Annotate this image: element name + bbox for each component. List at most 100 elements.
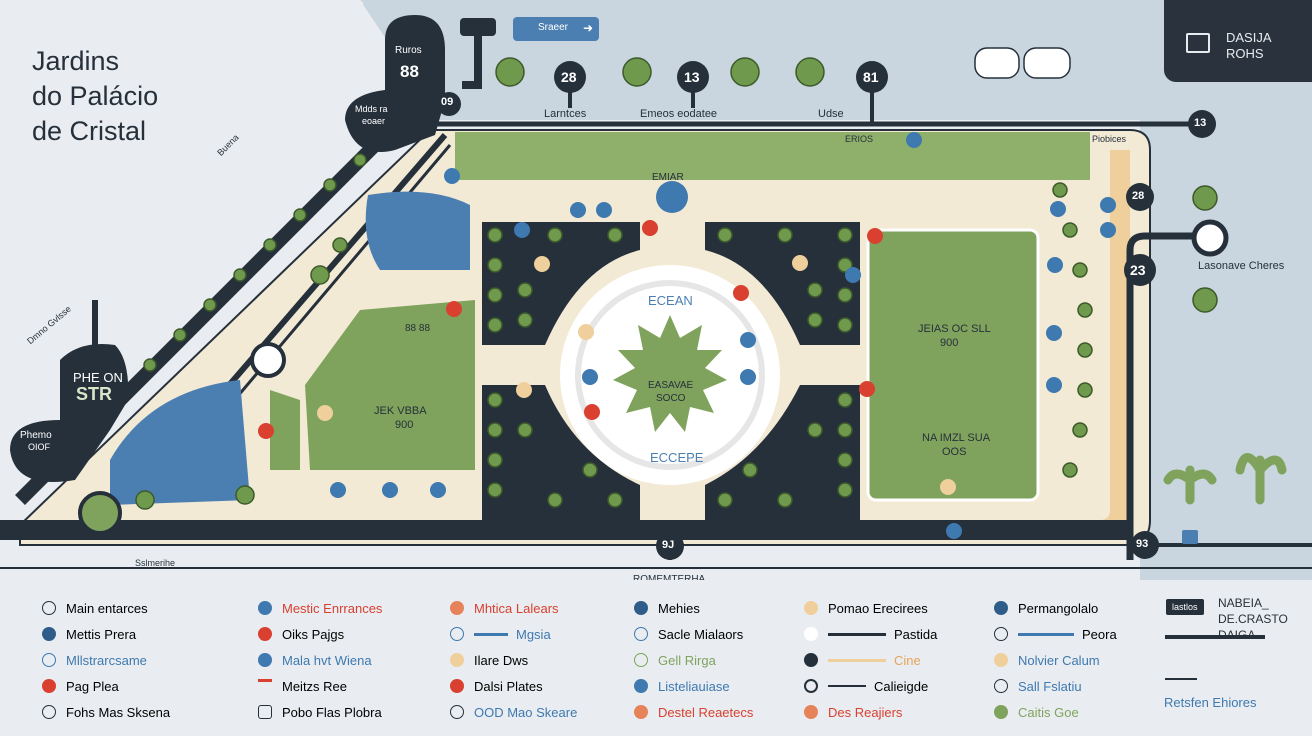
left-box-text-3: eoaer bbox=[362, 116, 386, 126]
legend-item: Sacle Mialaors bbox=[634, 624, 743, 644]
red-marker-icon bbox=[258, 627, 272, 641]
red-markers bbox=[258, 220, 883, 439]
lawn-left-label-2: 900 bbox=[395, 419, 414, 431]
box-icon bbox=[258, 705, 272, 719]
blue-marker-icon bbox=[258, 653, 272, 667]
chevron-up-icon bbox=[258, 679, 272, 693]
legend-item: Permangolalo bbox=[994, 598, 1098, 618]
pin-label-13r: 13 bbox=[1194, 117, 1207, 129]
top-circle-label: EMIAR bbox=[652, 172, 684, 183]
right-road bbox=[1126, 232, 1210, 560]
top-circle-feature bbox=[656, 181, 688, 213]
central-star bbox=[613, 315, 727, 432]
line-swatch bbox=[1018, 632, 1074, 636]
white-dot-icon bbox=[804, 627, 818, 641]
left-info-blob-bottom bbox=[10, 344, 129, 482]
sand-dot-icon bbox=[450, 653, 464, 667]
corner-line2: ROHS bbox=[1226, 46, 1264, 61]
top-right-area-label: Piobices bbox=[1092, 134, 1127, 144]
map-title-line1: Jardins bbox=[32, 46, 120, 76]
park-map[interactable] bbox=[0, 0, 1312, 580]
arrow-right-icon: ➜ bbox=[583, 21, 594, 35]
ring-icon bbox=[450, 627, 464, 641]
legend-item: Ilare Dws bbox=[450, 650, 528, 670]
lawn-top bbox=[455, 132, 1090, 180]
map-legend: Main entarces Mettis Prera Mllstrarcsame… bbox=[0, 580, 1312, 736]
pin-label-28r: 28 bbox=[1132, 190, 1145, 202]
photo-thumb-2 bbox=[1023, 47, 1071, 79]
map-book-icon bbox=[1186, 33, 1210, 53]
legend-item: Mehies bbox=[634, 598, 700, 618]
blue-dot-icon bbox=[258, 601, 272, 615]
lawn-left-lower bbox=[270, 390, 300, 470]
lawn-left-code: 88 88 bbox=[405, 323, 431, 334]
legend-item: Sall Fslatiu bbox=[994, 676, 1082, 696]
orange-dot-icon bbox=[634, 705, 648, 719]
corner-line1: DASIJA bbox=[1226, 30, 1272, 45]
legend-item: Listeliauiase bbox=[634, 676, 730, 696]
top-button-label[interactable]: Sraeer bbox=[538, 22, 569, 33]
pin-label-13: 13 bbox=[684, 69, 700, 85]
diagonal-edge bbox=[0, 0, 364, 404]
sand-star-icon bbox=[804, 601, 818, 615]
top-info-cap bbox=[460, 18, 496, 36]
lawn-right bbox=[866, 228, 1040, 502]
corner-panel[interactable]: DASIJA ROHS bbox=[1164, 0, 1312, 82]
legend-road-swatch bbox=[1165, 635, 1265, 639]
top-info-stem bbox=[462, 20, 482, 89]
orange-markers bbox=[317, 255, 956, 495]
legend-item: Mestic Enrrances bbox=[258, 598, 382, 618]
legend-item: Meitzs Ree bbox=[258, 676, 347, 696]
map-title: Jardins do Palácio de Cristal bbox=[32, 44, 232, 149]
people-icon bbox=[450, 705, 464, 719]
top-mid-area-label: ERIOS bbox=[845, 134, 874, 144]
diamond-icon bbox=[804, 653, 818, 667]
ring-icon bbox=[634, 627, 648, 641]
cup-icon-right bbox=[1182, 530, 1198, 544]
legend-tag: lastlos bbox=[1166, 599, 1204, 615]
bed-right-upper bbox=[705, 222, 860, 345]
legend-item: Mhtica Lalears bbox=[450, 598, 559, 618]
cross-icon bbox=[994, 627, 1008, 641]
pin-label-93: 93 bbox=[1136, 538, 1149, 550]
left-box-text-7: OIOF bbox=[28, 442, 50, 452]
pin-label-28: 28 bbox=[561, 69, 577, 85]
pin-head-28r bbox=[1126, 183, 1154, 211]
legend-item: Calieigde bbox=[804, 676, 928, 696]
ring-icon bbox=[42, 653, 56, 667]
pin-head-13r bbox=[1188, 110, 1216, 138]
left-box-text-1: Ruros bbox=[395, 45, 422, 56]
lawn-left bbox=[305, 300, 475, 470]
pin-head-13 bbox=[677, 61, 709, 93]
plaza-label-mid-1: EASAVAE bbox=[648, 380, 694, 391]
right-badge-circle bbox=[1191, 219, 1229, 257]
lawn-right-label-3: NA IMZL SUA bbox=[922, 432, 991, 444]
legend-item: Pomao Erecirees bbox=[804, 598, 928, 618]
blue-dot-icon bbox=[634, 679, 648, 693]
bed-left-lower bbox=[482, 385, 640, 520]
legend-item: OOD Mao Skeare bbox=[450, 702, 577, 722]
bottom-road-label-2: ROMEMTERHA bbox=[633, 574, 705, 585]
road-label-3: Udse bbox=[818, 108, 844, 120]
pin-label-88: 88 bbox=[400, 62, 419, 81]
line-swatch bbox=[828, 632, 886, 636]
legend-item: Dalsi Plates bbox=[450, 676, 543, 696]
blue-triangle-icon bbox=[994, 601, 1008, 615]
green-ring-icon bbox=[634, 653, 648, 667]
road-label-2: Emeos eodatee bbox=[640, 108, 718, 120]
pin-head-28 bbox=[554, 61, 586, 93]
legend-item: Pag Plea bbox=[42, 676, 119, 696]
legend-thin-swatch bbox=[1165, 678, 1197, 680]
left-box-text-6: Phemo bbox=[20, 430, 52, 441]
cross-icon bbox=[994, 679, 1008, 693]
legend-title-line1: NABEIA_ bbox=[1218, 596, 1269, 610]
lawn-right-label-2: 900 bbox=[940, 337, 959, 349]
left-box-text-4: PHE ON bbox=[73, 370, 123, 385]
legend-item: Mala hvt Wiena bbox=[258, 650, 372, 670]
legend-item: Caitis Goe bbox=[994, 702, 1079, 722]
legend-item: Destel Reaetecs bbox=[634, 702, 753, 722]
line-swatch bbox=[474, 632, 508, 636]
left-box-text-5: STR bbox=[76, 384, 112, 404]
person-icon bbox=[42, 601, 56, 615]
pond-lower bbox=[110, 380, 250, 505]
